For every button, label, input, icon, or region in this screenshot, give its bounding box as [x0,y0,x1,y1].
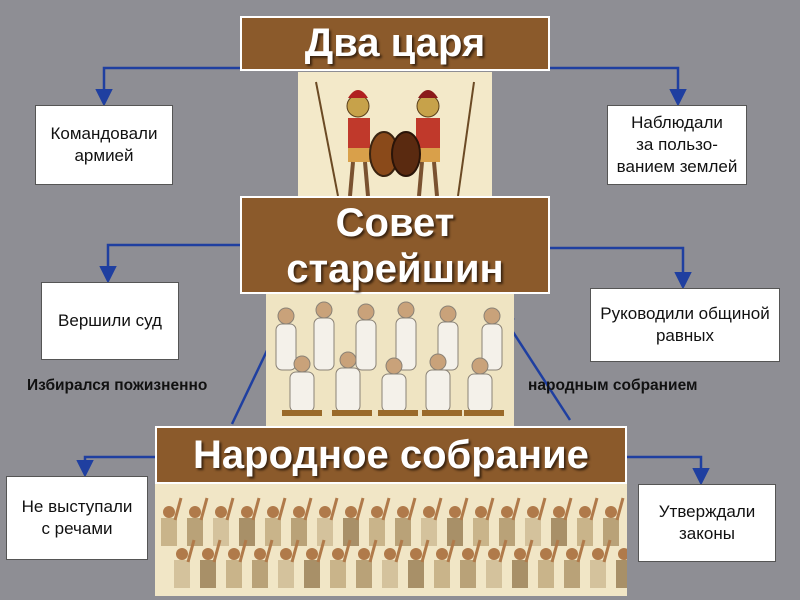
led-community-note: Руководили общиной равных [590,288,780,362]
arrow-assembly-to-speech [76,455,155,478]
land-use-note: Наблюдали за пользо- ванием землей [607,105,747,185]
crowd-figure [200,539,222,588]
people-assembly-title: Народное собрание [155,426,627,484]
council-of-elders-illustration [266,294,514,428]
warrior-left [315,81,399,197]
two-kings-title: Два царя [240,16,550,71]
approved-laws-text: Утверждали законы [658,502,756,543]
crowd-figure [395,497,417,546]
crowd-figure [369,497,391,546]
crowd-figure [564,539,586,588]
crowd-figure [447,497,469,546]
commanded-army-note: Командовали армией [35,105,173,185]
crowd-figure [317,497,339,546]
land-use-line-2: за пользо- [636,135,718,154]
arrow-council-to-community [550,246,692,290]
crowd-figure [239,497,261,546]
crowd-figure [408,539,430,588]
no-speeches-line-2: с речами [41,519,113,538]
crowd-figure [486,539,508,588]
people-assembly-illustration [155,484,627,596]
crowd-figure [538,539,560,588]
council-title-line-1: Совет [335,201,455,245]
arrow-kings-to-army [95,66,240,107]
crowd-figure [174,539,196,588]
crowd-figure [551,497,573,546]
crowd-figure [291,497,313,546]
crowd-figure [577,497,599,546]
crowd-figure [252,539,274,588]
crowd-figure [499,497,521,546]
crowd-figure [525,497,547,546]
crowd-figure [512,539,534,588]
crowd-figure [603,497,625,546]
crowd-figure [304,539,326,588]
arrow-assembly-to-laws [627,455,710,486]
land-use-line-3: ванием землей [616,157,738,176]
people-assembly-title-text: Народное собрание [193,433,589,477]
two-kings-illustration [298,72,492,198]
crowd-figure [460,539,482,588]
crowd-figure [278,539,300,588]
crowd-figure [265,497,287,546]
crowd-figure [473,497,495,546]
crowd-figure [382,539,404,588]
crowd-figure [226,539,248,588]
crowd-figure [330,539,352,588]
council-title-line-2: старейшин [286,247,504,291]
no-speeches-note: Не выступали с речами [6,476,148,560]
crowd-figure [434,539,456,588]
crowd-figure [187,497,209,546]
led-community-text: Руководили общиной равных [600,304,770,345]
no-speeches-line-1: Не выступали [21,497,133,516]
arrow-council-to-court [99,243,240,284]
crowd-figure [213,497,235,546]
commanded-army-text: Командовали армией [50,124,158,165]
crowd-figure [421,497,443,546]
by-people-assembly-label: народным собранием [528,377,698,394]
two-kings-title-text: Два царя [304,21,486,65]
elected-for-life-label: Избирался пожизненно [27,377,208,394]
warrior-right [391,81,475,197]
approved-laws-note: Утверждали законы [638,484,776,562]
crowd-figure [161,497,183,546]
administered-court-note: Вершили суд [41,282,179,360]
crowd-figure [356,539,378,588]
crowd-figure [590,539,612,588]
land-use-line-1: Наблюдали [631,113,723,132]
administered-court-text: Вершили суд [58,311,162,330]
council-of-elders-title: Совет старейшин [240,196,550,294]
crowd-figure [616,548,627,588]
crowd-figure [343,497,365,546]
arrow-kings-to-land [550,66,687,107]
